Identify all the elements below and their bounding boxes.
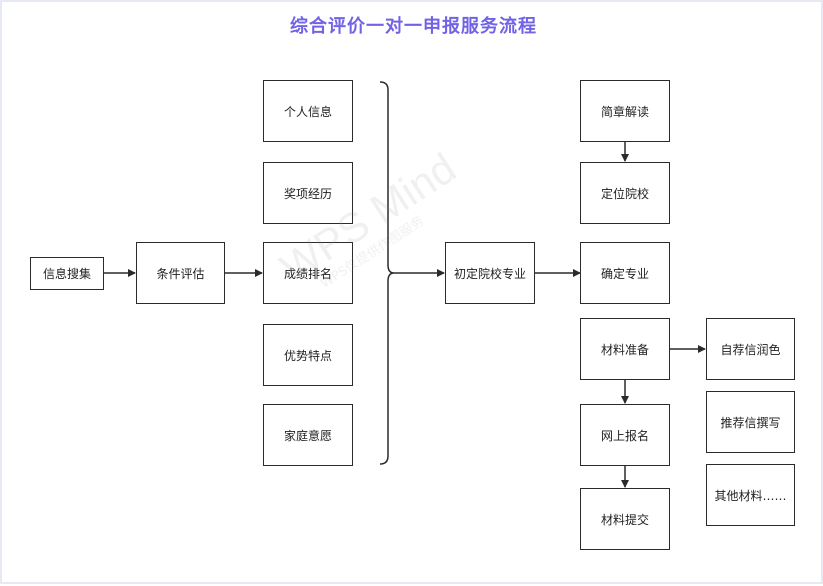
- node-family: 家庭意愿: [263, 404, 353, 466]
- node-recommendation: 推荐信撰写: [706, 391, 795, 453]
- node-self-statement: 自荐信润色: [706, 318, 795, 380]
- node-initial-choice: 初定院校专业: [445, 242, 535, 304]
- node-other-materials: 其他材料……: [706, 464, 795, 526]
- node-evaluate: 条件评估: [136, 242, 225, 304]
- node-submit: 材料提交: [580, 488, 670, 550]
- diagram-title: 综合评价一对一申报服务流程: [290, 16, 537, 37]
- node-major: 确定专业: [580, 242, 670, 304]
- node-strengths: 优势特点: [263, 324, 353, 386]
- node-online-register: 网上报名: [580, 404, 670, 466]
- node-grades: 成绩排名: [263, 242, 353, 304]
- node-collect: 信息搜集: [30, 257, 104, 290]
- curly-brace: [379, 81, 395, 465]
- node-position: 定位院校: [580, 162, 670, 224]
- node-materials: 材料准备: [580, 318, 670, 380]
- node-brochure: 简章解读: [580, 80, 670, 142]
- node-awards: 奖项经历: [263, 162, 353, 224]
- node-personal-info: 个人信息: [263, 80, 353, 142]
